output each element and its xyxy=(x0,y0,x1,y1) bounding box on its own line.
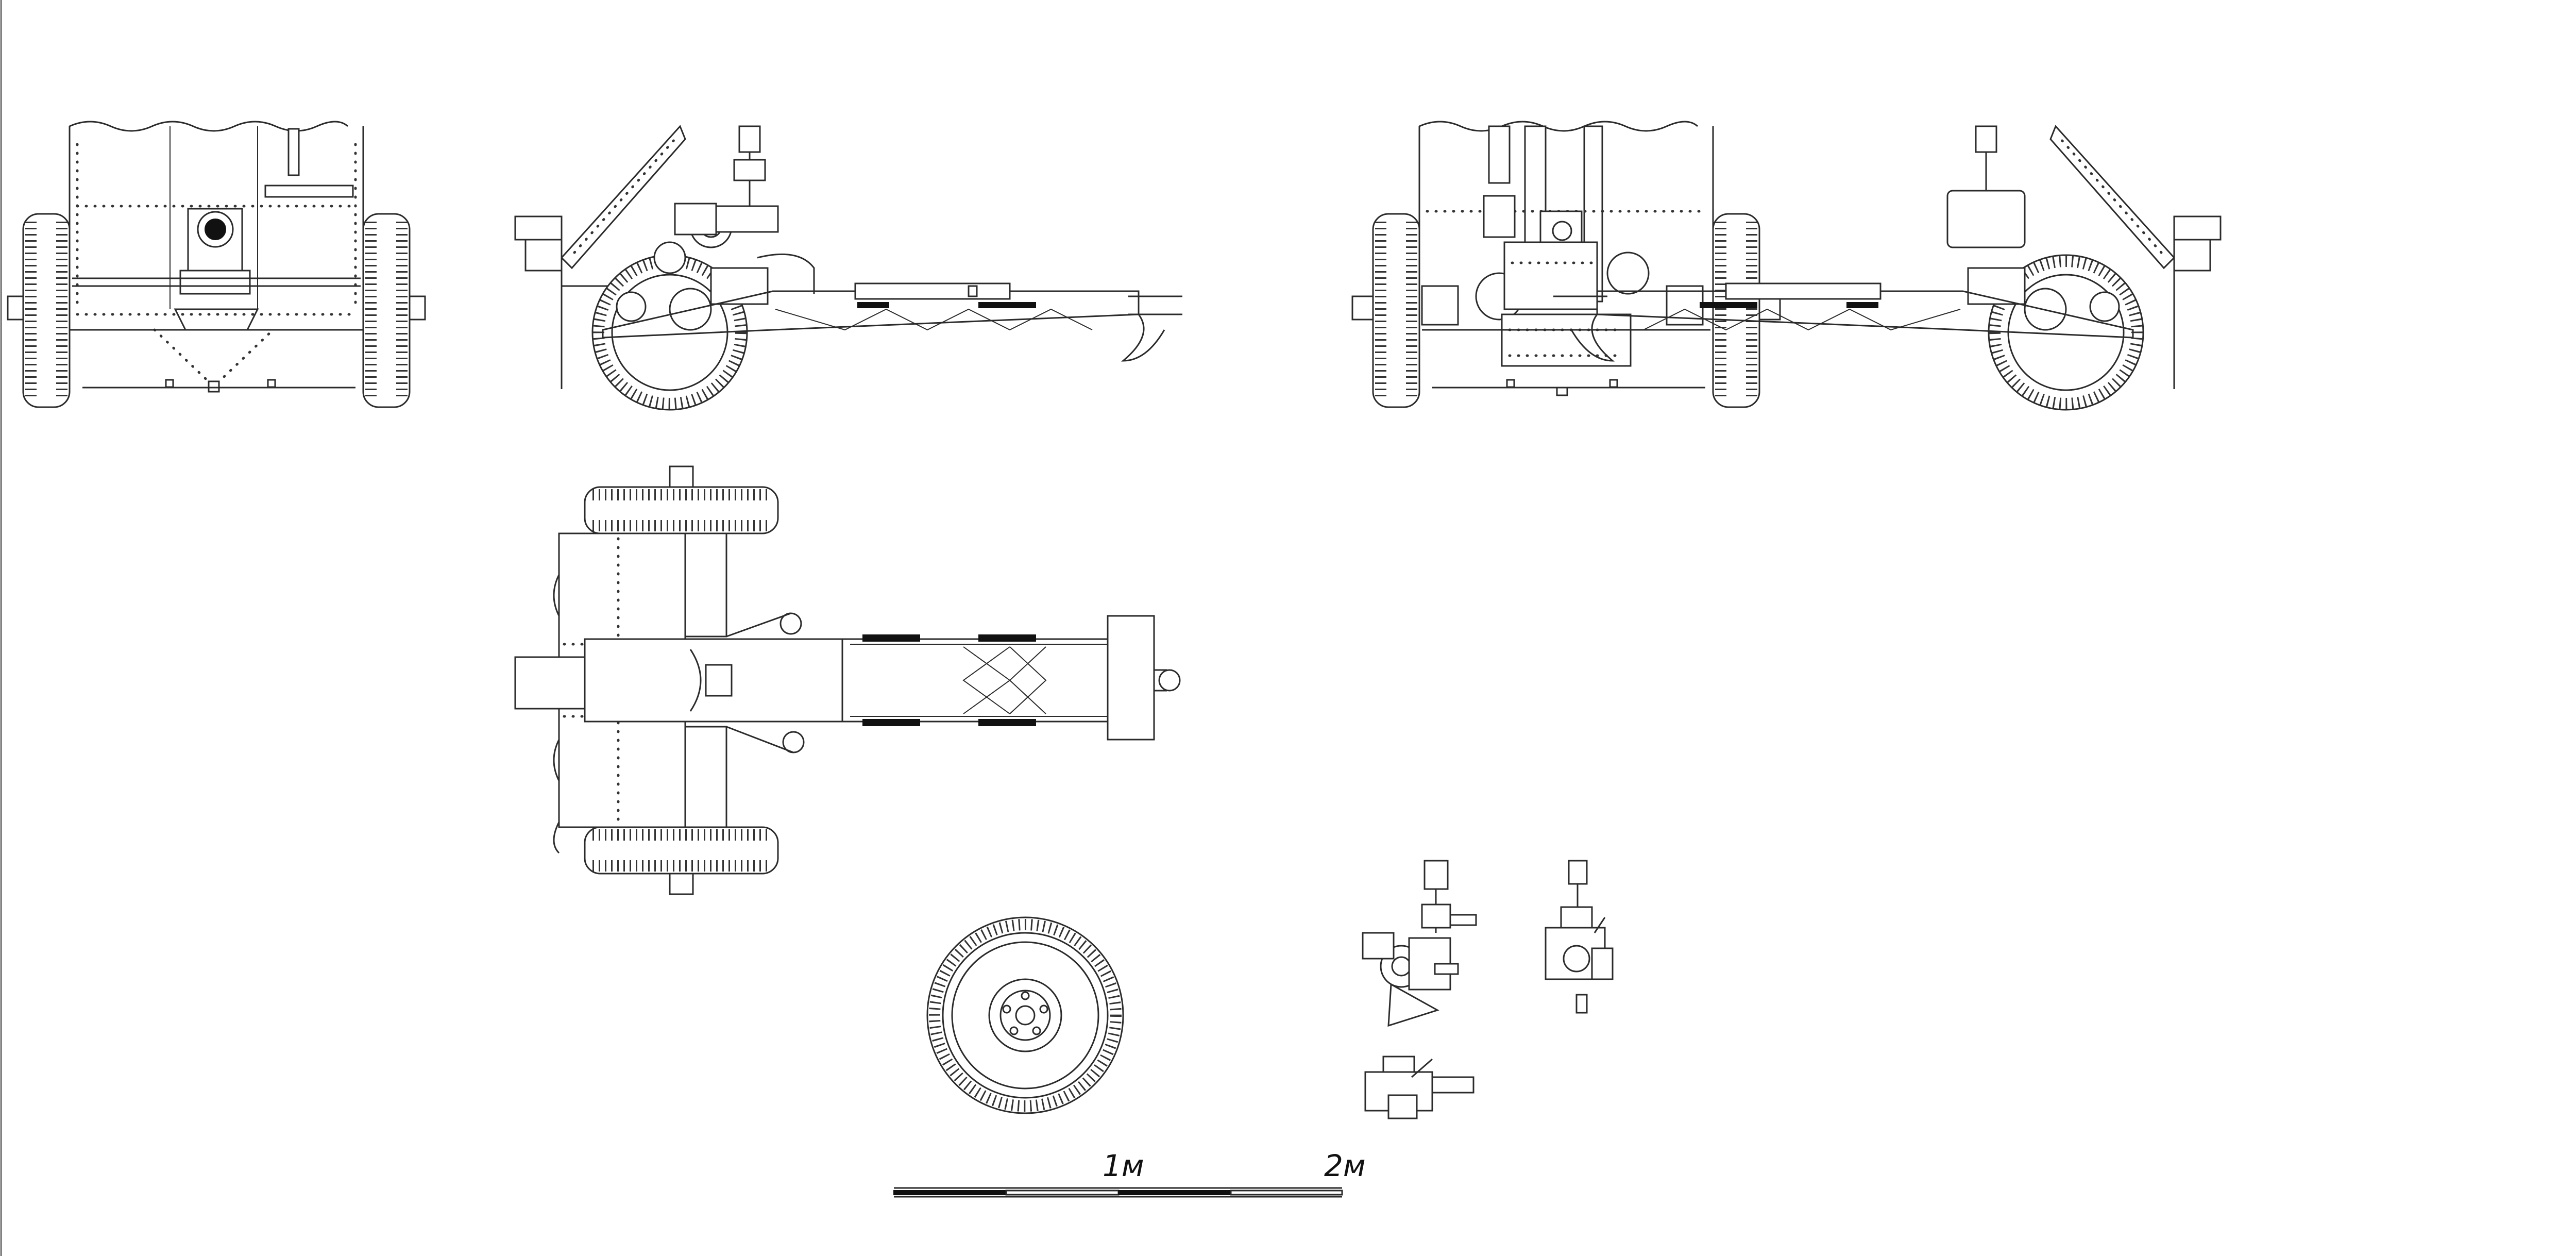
road-wheel-detail xyxy=(926,916,1124,1114)
scale-label-1m: 1м xyxy=(1103,1148,1144,1183)
right-side-view xyxy=(1553,125,2222,411)
scale-bar xyxy=(893,1187,1343,1198)
top-view xyxy=(514,465,1181,895)
rear-view xyxy=(1351,121,1781,408)
left-side-view xyxy=(514,125,1182,411)
scale-label-2m: 2м xyxy=(1324,1148,1366,1183)
gun-sight-details xyxy=(1362,860,1614,1119)
front-view xyxy=(7,121,426,408)
